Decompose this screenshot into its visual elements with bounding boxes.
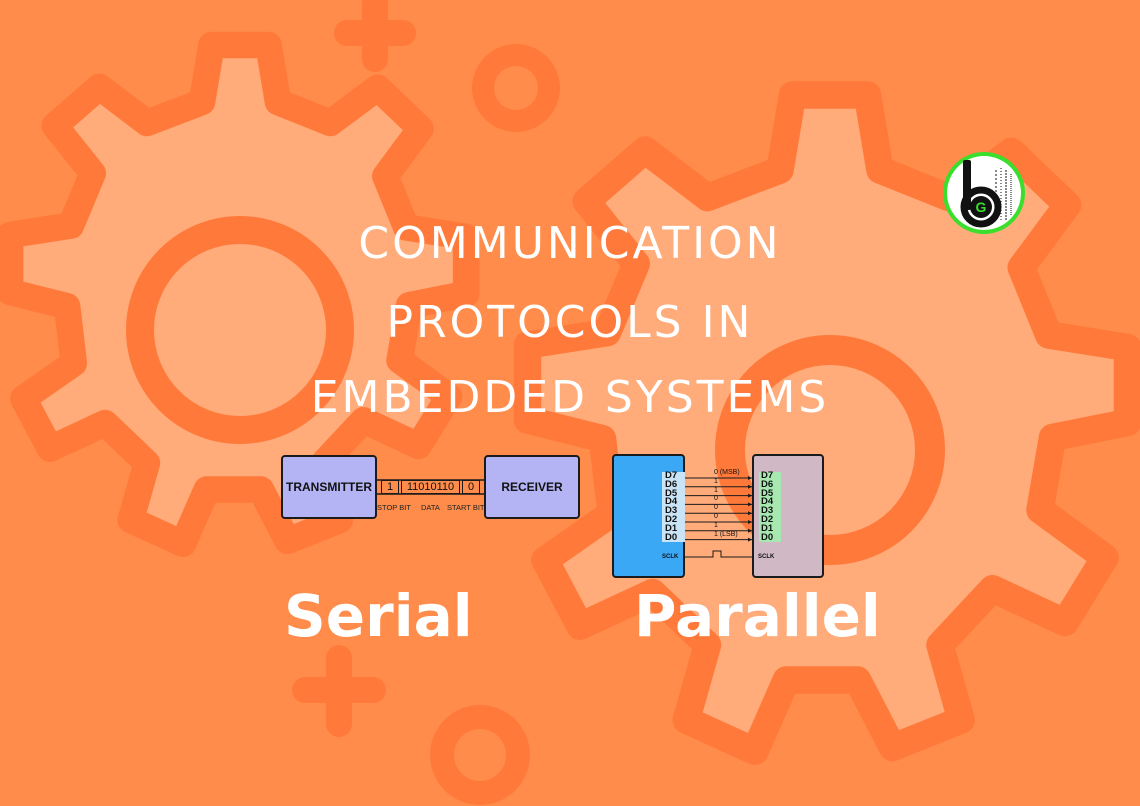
bit-value-d0: 1 (LSB)	[714, 530, 738, 538]
arrow-d2	[748, 520, 752, 524]
stop-bit-cell: 1	[381, 480, 399, 494]
stop-bit-label: STOP BIT	[377, 503, 411, 512]
arrow-d3	[748, 511, 752, 516]
arrow-d0	[748, 537, 752, 542]
serial-heading: Serial	[284, 582, 473, 650]
brand-logo: G	[943, 152, 1025, 234]
receiver-pin-d4: D4	[761, 496, 774, 508]
arrow-d6	[748, 484, 752, 489]
bit-value-d3: 0	[714, 504, 718, 512]
sender-pin-d5: D5	[665, 487, 678, 499]
sender-pin-d2: D2	[665, 513, 678, 525]
sender-pin-d4: D4	[665, 496, 678, 508]
right-gear-hole	[715, 335, 945, 565]
sender-sclk-label: SCLK	[662, 554, 679, 560]
ring-decoration-bottom	[430, 705, 530, 805]
data-cell: 11010110	[401, 480, 460, 494]
bit-value-d4: 0	[714, 495, 718, 503]
receiver-pin-d5: D5	[761, 487, 774, 499]
data-label: DATA	[421, 503, 440, 512]
arrow-d4	[748, 502, 752, 507]
arrow-d5	[748, 493, 752, 498]
plus-decoration-top	[334, 0, 416, 72]
bit-value-d1: 1	[714, 521, 718, 529]
receiver-pin-d2: D2	[761, 513, 774, 525]
title-line-1: COMMUNICATION	[358, 218, 782, 269]
transmitter-label: TRANSMITTER	[286, 480, 372, 494]
receiver-sclk-label: SCLK	[758, 554, 775, 560]
receiver-pin-d6: D6	[761, 478, 774, 490]
bit-value-d7: 0 (MSB)	[714, 469, 740, 476]
plus-decoration-bottom	[292, 645, 386, 737]
bit-value-d2: 0	[714, 513, 718, 520]
start-bit-cell: 0	[462, 480, 480, 494]
receiver-box: RECEIVER	[484, 455, 580, 519]
sender-pin-d0: D0	[665, 531, 678, 543]
start-bit-label: START BIT	[447, 503, 485, 512]
arrow-d1	[748, 528, 752, 533]
logo-letter-g: G	[976, 199, 987, 215]
receiver-pin-d1: D1	[761, 522, 774, 534]
sender-pin-d7: D7	[665, 470, 678, 481]
parallel-heading: Parallel	[634, 582, 881, 650]
transmitter-box: TRANSMITTER	[281, 455, 377, 519]
arrow-d7	[748, 476, 752, 480]
bit-value-d6: 1	[714, 477, 718, 485]
receiver-label: RECEIVER	[501, 480, 563, 494]
bit-value-d5: 1	[714, 486, 718, 494]
left-gear-hole	[126, 216, 354, 444]
ring-decoration-top	[472, 44, 560, 132]
receiver-pin-d3: D3	[761, 505, 774, 517]
sender-pin-d6: D6	[665, 478, 678, 490]
title-line-3: EMBEDDED SYSTEMS	[310, 372, 830, 423]
receiver-pin-d7: D7	[761, 470, 774, 481]
sender-pin-d1: D1	[665, 522, 678, 534]
receiver-pin-d0: D0	[761, 531, 774, 543]
clock-wire	[685, 550, 752, 558]
title-line-2: PROTOCOLS IN	[386, 297, 754, 348]
sender-pin-d3: D3	[665, 505, 678, 517]
